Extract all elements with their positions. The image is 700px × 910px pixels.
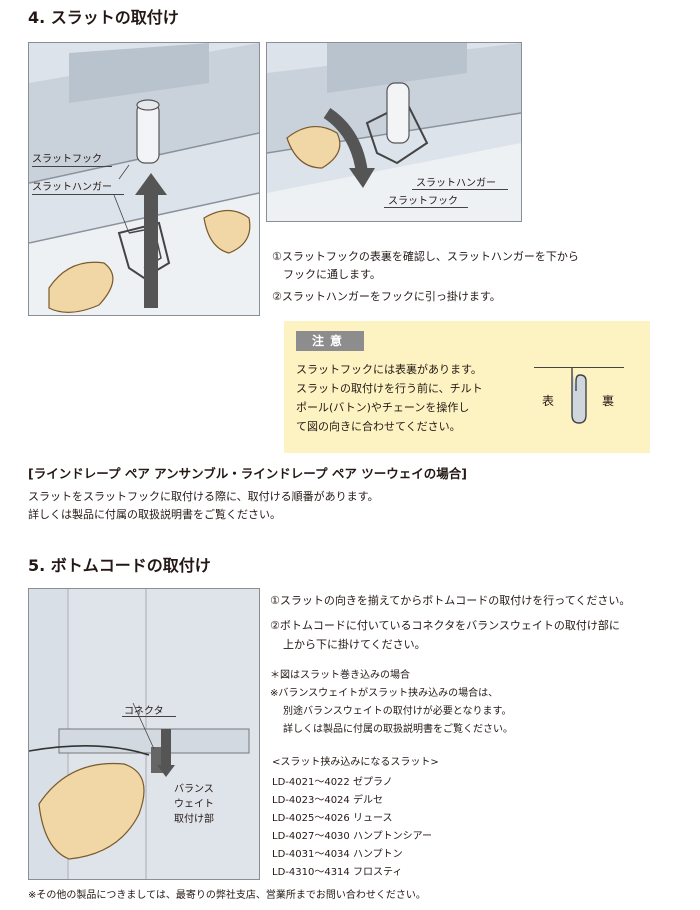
- caution-front-label: 表: [542, 394, 555, 408]
- section5-step-2: ②ボトムコードに付いているコネクタをバランスウェイトの取付け部に: [270, 619, 620, 632]
- fig3-label-underline: [122, 716, 176, 717]
- product-item: LD-4025～4026 リュース: [272, 813, 393, 824]
- section5-note-4: 詳しくは製品に付属の取扱説明書をご覧ください。: [283, 724, 513, 735]
- fig2-label-slat-hook: スラットフック: [388, 196, 458, 207]
- footer-note: ※その他の製品につきましては、最寄りの弊社支店、営業所までお問い合わせください。: [28, 890, 426, 901]
- section5-title: 5. ボトムコードの取付け: [28, 556, 211, 575]
- figure-slat-hanger-hook: [266, 42, 522, 222]
- figure-slat-hook-insert: [28, 42, 260, 316]
- fig3-balance-line-3: 取付け部: [174, 814, 214, 825]
- fig2-label-slat-hanger: スラットハンガー: [416, 178, 496, 189]
- fig1-label-underline: [32, 166, 112, 167]
- section4-title: 4. スラットの取付け: [28, 8, 179, 27]
- figure-bottom-cord: [28, 588, 260, 880]
- section5-note-2: ※バランスウェイトがスラット挟み込みの場合は、: [270, 688, 499, 699]
- caution-line-3: ポール(バトン)やチェーンを操作し: [296, 401, 470, 414]
- product-item: LD-4021～4022 ゼプラノ: [272, 777, 393, 788]
- special-case-text-2: 詳しくは製品に付属の取扱説明書をご覧ください。: [28, 508, 281, 521]
- product-item: LD-4031～4034 ハンプトン: [272, 849, 403, 860]
- fig3-label-balance-weight: バランス ウェイト 取付け部: [174, 782, 214, 827]
- fig1-label-slat-hanger: スラットハンガー: [32, 182, 112, 193]
- special-case-heading: [ラインドレープ ペア アンサンブル・ラインドレープ ペア ツーウェイの場合]: [28, 466, 467, 481]
- hook-rail-line: [534, 367, 624, 368]
- caution-line-1: スラットフックには表裏があります。: [296, 363, 482, 376]
- section4-step-2: ②スラットハンガーをフックに引っ掛けます。: [272, 290, 501, 303]
- fig2-label-underline: [412, 189, 508, 190]
- section5-step-2-cont: 上から下に掛けてください。: [283, 638, 426, 651]
- fig2-label-underline-2: [384, 207, 468, 208]
- section5-note-1: ＊図はスラット巻き込みの場合: [270, 670, 410, 681]
- special-case-text-1: スラットをスラットフックに取付ける際に、取付ける順番があります。: [28, 490, 379, 503]
- fig3-label-connector: コネクタ: [124, 706, 164, 717]
- section4-step-1: ①スラットフックの表裏を確認し、スラットハンガーを下から: [272, 250, 579, 263]
- product-item: LD-4310～4314 フロスティ: [272, 867, 403, 878]
- fig3-balance-line-1: バランス: [174, 784, 214, 795]
- fig1-label-slat-hook: スラットフック: [32, 154, 102, 165]
- section4-step-1-cont: フックに通します。: [283, 268, 381, 281]
- caution-box: 注意 スラットフックには表裏があります。 スラットの取付けを行う前に、チルト ポ…: [284, 321, 650, 453]
- product-item: LD-4027～4030 ハンプトンシアー: [272, 831, 433, 842]
- fig1-label-underline-2: [32, 194, 124, 195]
- caution-tag: 注意: [296, 331, 364, 351]
- products-heading: <スラット挟み込みになるスラット>: [272, 757, 439, 768]
- slat-hook-icon: [571, 367, 587, 424]
- section5-step-1: ①スラットの向きを揃えてからボトムコードの取付けを行ってください。: [270, 594, 631, 607]
- fig3-balance-line-2: ウェイト: [174, 799, 214, 810]
- caution-line-4: て図の向きに合わせてください。: [296, 420, 461, 433]
- section5-note-3: 別途バランスウェイトの取付けが必要となります。: [283, 706, 512, 717]
- product-item: LD-4023～4024 デルセ: [272, 795, 383, 806]
- caution-back-label: 裏: [602, 394, 615, 408]
- caution-line-2: スラットの取付けを行う前に、チルト: [296, 382, 483, 395]
